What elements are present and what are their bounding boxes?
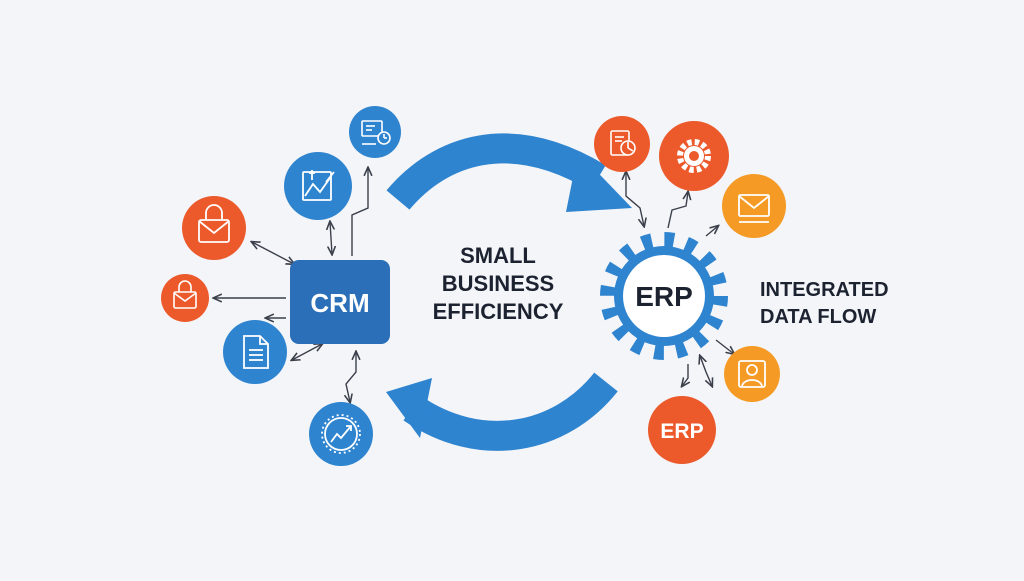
erp-gear: ERP (600, 232, 728, 360)
side-label-line-1: INTEGRATED (760, 279, 889, 301)
document-icon (243, 335, 269, 369)
connector-arrow (700, 356, 712, 386)
connector-arrow (346, 352, 356, 402)
node-document (223, 320, 287, 384)
chart-pencil-icon (302, 170, 335, 201)
crm-connectors (214, 168, 368, 402)
side-label-line-2: DATA FLOW (760, 306, 876, 328)
connector-arrow (252, 242, 294, 264)
envelope-icon (738, 194, 770, 223)
envelope-icon (198, 204, 230, 243)
center-label: SMALL BUSINESS EFFICIENCY (433, 243, 564, 324)
crm-box: CRM (290, 260, 390, 344)
presentation-clock-icon (361, 120, 391, 145)
node-presentation (349, 106, 401, 158)
node-mail-small (161, 274, 209, 322)
gear-icon (677, 139, 711, 173)
crm-label: CRM (310, 288, 369, 318)
connector-arrow (667, 192, 688, 229)
center-label-line-3: EFFICIENCY (433, 299, 564, 324)
node-analytics (309, 402, 373, 466)
erp-label: ERP (635, 281, 693, 312)
connector-arrow (330, 222, 332, 254)
user-icon (738, 360, 766, 388)
connector-arrow (682, 364, 688, 386)
node-clipboard (594, 116, 650, 172)
node-gear (659, 121, 729, 191)
envelope-icon (173, 280, 197, 309)
node-user (724, 346, 780, 402)
node-mail-large (182, 196, 246, 260)
node-mail-erp (722, 174, 786, 238)
cycle-arrow-bottom (386, 372, 618, 451)
clipboard-chart-icon (610, 130, 636, 156)
connector-arrow (292, 344, 322, 360)
cycle-arrow-top (386, 133, 632, 212)
node-chart (284, 152, 352, 220)
erp-connectors (626, 172, 734, 386)
erp-badge: ERP (648, 396, 716, 464)
connector-arrow (715, 339, 734, 354)
erp-badge-label: ERP (660, 420, 703, 443)
side-label: INTEGRATED DATA FLOW (760, 279, 889, 328)
connector-arrow (351, 168, 368, 256)
connector-arrow (626, 172, 644, 226)
connector-arrow (705, 226, 718, 237)
center-label-line-1: SMALL (460, 243, 536, 268)
center-label-line-2: BUSINESS (442, 271, 554, 296)
analytics-icon (321, 414, 361, 454)
